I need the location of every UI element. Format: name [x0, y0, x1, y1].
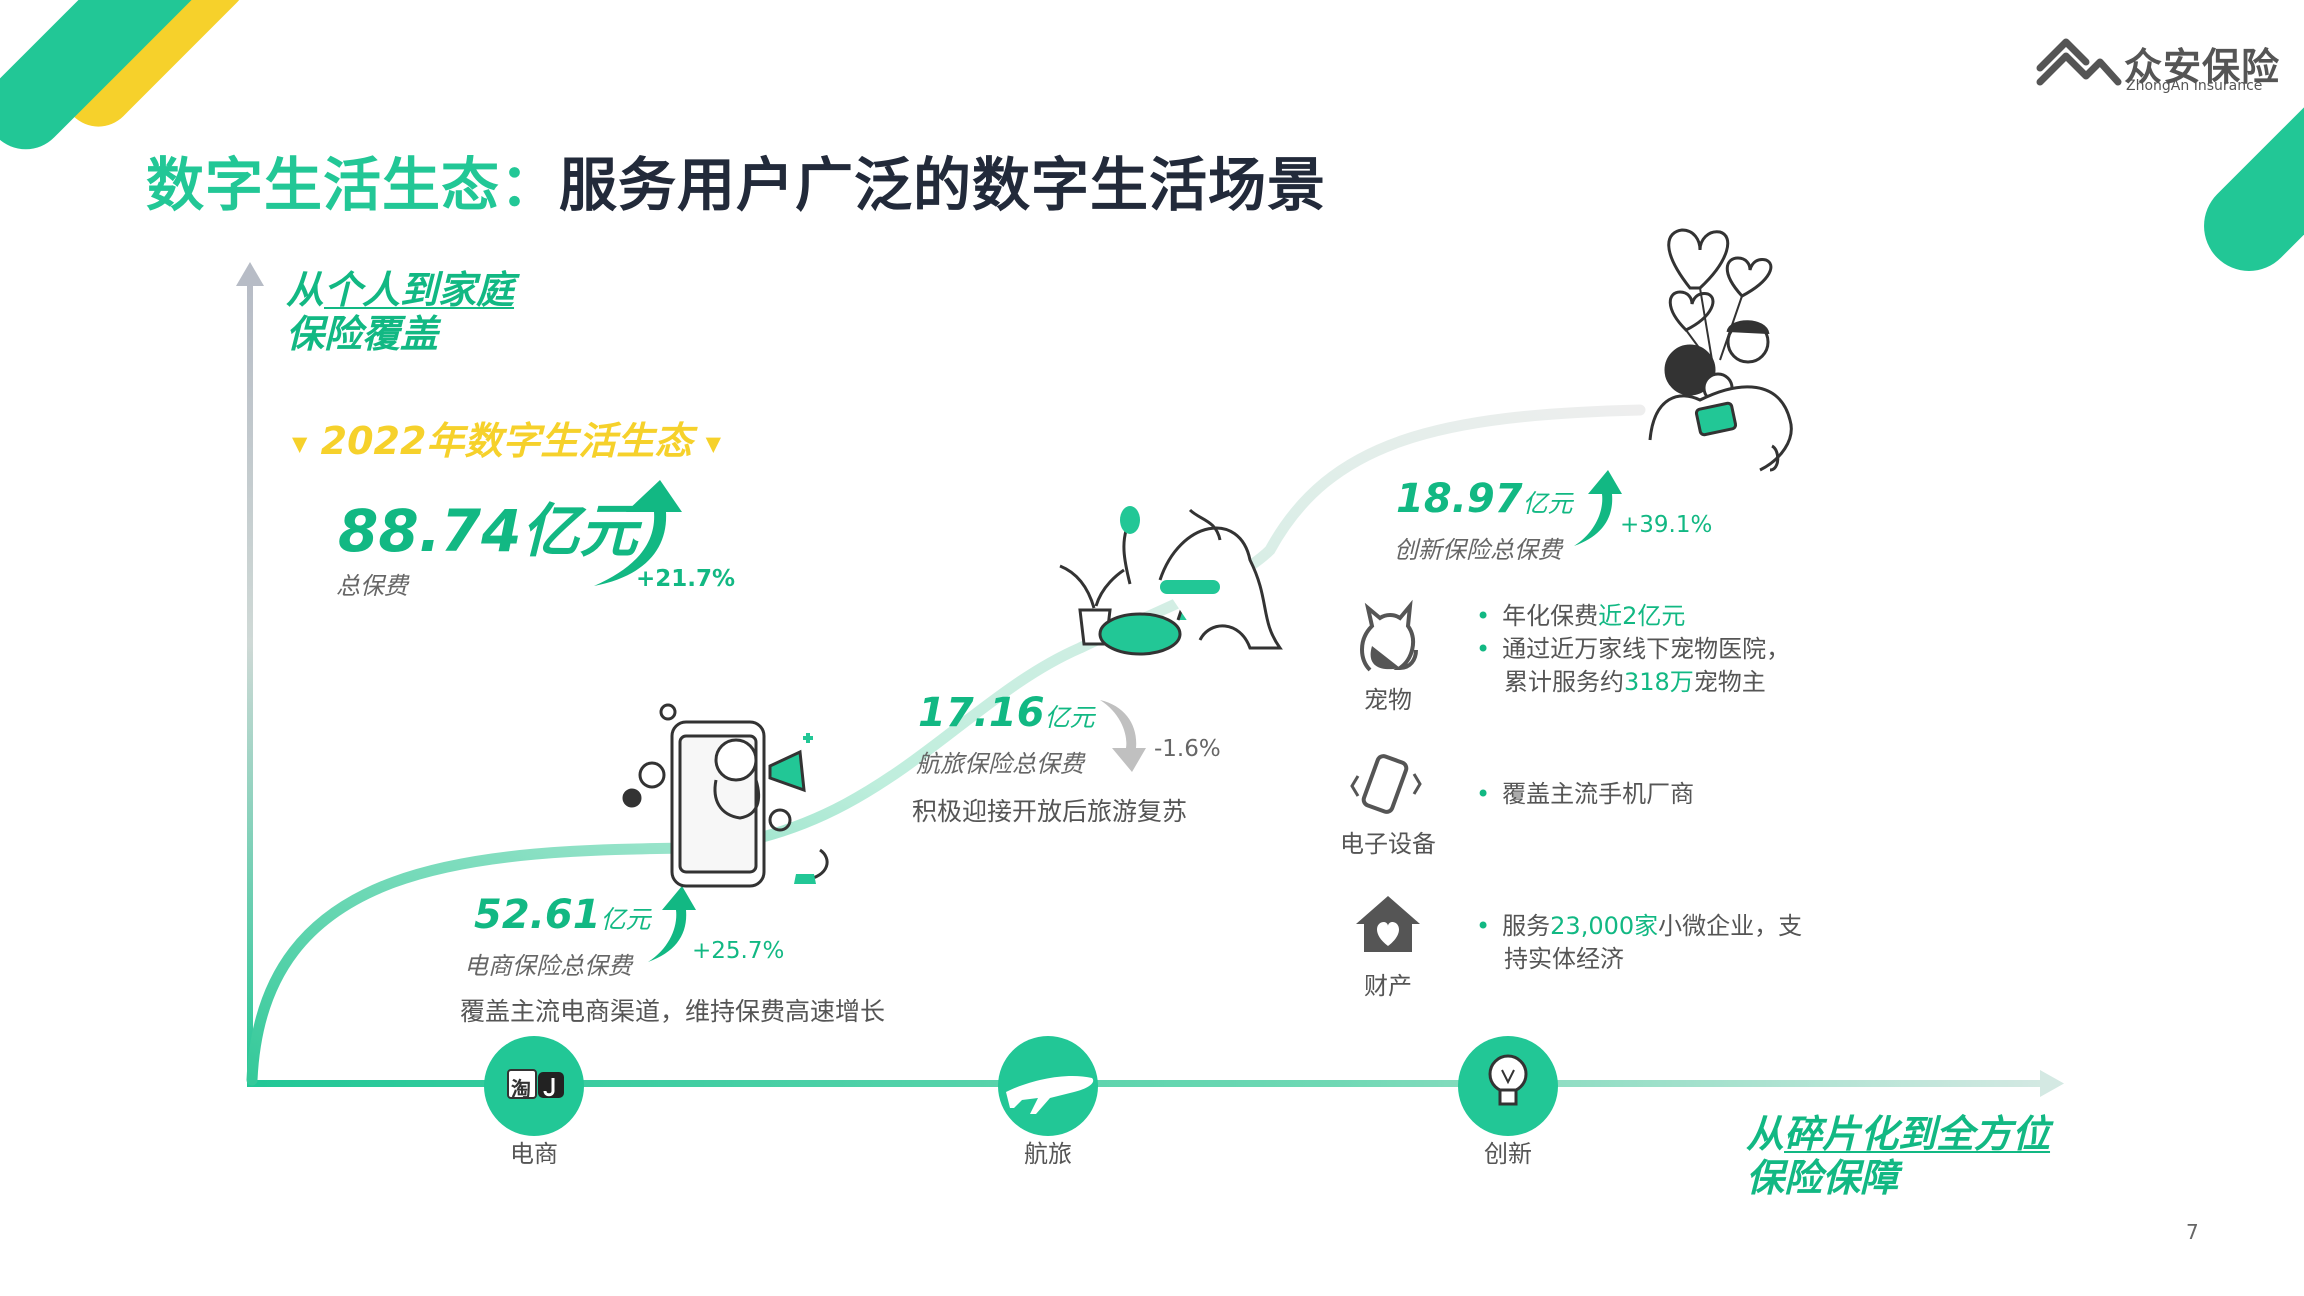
- node-innovation-label: 创新: [1484, 1140, 1532, 1168]
- horizontal-axis: [247, 1070, 2064, 1097]
- corner-decoration-right: [2204, 89, 2304, 271]
- innovation-label: 创新保险总保费: [1394, 536, 1562, 564]
- node-travel-label: 航旅: [1024, 1140, 1072, 1168]
- device-bullet-1: •覆盖主流手机厂商: [1476, 780, 1695, 808]
- travel-label: 航旅保险总保费: [916, 750, 1084, 778]
- brand-name-en: ZhongAn Insurance: [2126, 78, 2263, 94]
- ecommerce-illustration: [622, 703, 829, 888]
- property-bullet-1-line2: 持实体经济: [1504, 945, 1624, 973]
- property-category-label: 财产: [1364, 972, 1412, 1000]
- node-ecommerce: [484, 1036, 584, 1136]
- innovation-amount-unit: 亿元: [1522, 489, 1573, 518]
- pet-bullets: •年化保费近2亿元 •通过近万家线下宠物医院， 累计服务约318万宠物主: [1476, 600, 1790, 699]
- horizontal-axis-label-line2: 保险保障: [1746, 1156, 1899, 1200]
- travel-amount: 17.16亿元: [918, 690, 1095, 736]
- corner-decoration-top-left: [0, 0, 247, 150]
- ecommerce-label: 电商保险总保费: [464, 952, 632, 980]
- vertical-axis-label-prefix: 从: [286, 268, 325, 312]
- ecosystem-label: 总保费: [336, 572, 408, 600]
- page-title-part1: 数字生活生态：: [146, 151, 560, 219]
- up-arrow-icon: [648, 886, 696, 962]
- property-bullet-1: •服务23,000家小微企业，支: [1476, 912, 1803, 940]
- innovation-growth: +39.1%: [1620, 512, 1713, 538]
- travel-desc: 积极迎接开放后旅游复苏: [912, 797, 1188, 826]
- down-arrow-icon: [1100, 700, 1146, 772]
- ecosystem-growth: +21.7%: [636, 566, 736, 592]
- horizontal-axis-label-prefix: 从: [1746, 1112, 1785, 1156]
- pet-bullet-3: 累计服务约318万宠物主: [1504, 668, 1766, 696]
- triangle-icon: ▼: [705, 431, 722, 456]
- vertical-axis: [236, 262, 264, 1086]
- up-arrow-icon: [1574, 470, 1622, 546]
- ecommerce-growth: +25.7%: [692, 938, 785, 964]
- travel-amount-unit: 亿元: [1044, 703, 1095, 732]
- cat-icon: [1360, 599, 1418, 672]
- page-number: 7: [2186, 1220, 2199, 1244]
- page-title: 数字生活生态：服务用户广泛的数字生活场景: [146, 138, 1326, 222]
- smartphone-icon: [1350, 754, 1422, 814]
- ecommerce-amount: 52.61亿元: [474, 892, 651, 938]
- pet-category-label: 宠物: [1364, 686, 1412, 714]
- device-category-label: 电子设备: [1340, 830, 1436, 858]
- vertical-axis-label: 从个人到家庭 保险覆盖: [286, 268, 514, 356]
- pet-bullet-1: •年化保费近2亿元: [1476, 602, 1686, 630]
- family-illustration: [1648, 228, 1793, 472]
- vertical-axis-label-underlined: 个人到家庭: [324, 268, 515, 312]
- node-travel: [998, 1036, 1098, 1136]
- node-innovation: [1458, 1036, 1558, 1136]
- pet-bullet-2: •通过近万家线下宠物医院，: [1476, 635, 1791, 663]
- ecommerce-amount-unit: 亿元: [600, 905, 651, 934]
- page-title-part2: 服务用户广泛的数字生活场景: [559, 151, 1327, 219]
- innovation-amount-value: 18.97: [1396, 476, 1523, 522]
- pet-illustration: [1059, 506, 1283, 656]
- zhongan-logo-mark: [2036, 38, 2122, 86]
- brand-name-cn: 众安保险: [2124, 45, 2281, 89]
- node-ecommerce-label: 电商: [510, 1140, 558, 1168]
- triangle-icon: ▼: [292, 431, 308, 456]
- ecosystem-heading-text: 2022年数字生活生态: [320, 419, 693, 463]
- taobao-badge: 淘: [511, 1077, 531, 1101]
- vertical-axis-label-line2: 保险覆盖: [286, 312, 439, 356]
- up-arrow-icon: [594, 480, 682, 586]
- growth-curve: [246, 404, 1646, 1086]
- horizontal-axis-label-underlined: 碎片化到全方位: [1784, 1112, 2051, 1156]
- house-heart-icon: [1356, 896, 1420, 952]
- ecommerce-desc: 覆盖主流电商渠道，维持保费高速增长: [460, 997, 886, 1026]
- horizontal-axis-label: 从碎片化到全方位 保险保障: [1746, 1112, 2050, 1200]
- device-bullets: •覆盖主流手机厂商: [1476, 778, 1694, 811]
- property-bullets: •服务23,000家小微企业，支 持实体经济: [1476, 910, 1802, 976]
- innovation-amount: 18.97亿元: [1396, 476, 1573, 522]
- ecosystem-heading: ▼ 2022年数字生活生态 ▼: [292, 410, 721, 465]
- travel-amount-value: 17.16: [918, 690, 1045, 736]
- ecommerce-amount-value: 52.61: [474, 892, 601, 938]
- travel-growth: -1.6%: [1154, 736, 1221, 762]
- ecosystem-amount: 88.74亿元: [338, 497, 638, 565]
